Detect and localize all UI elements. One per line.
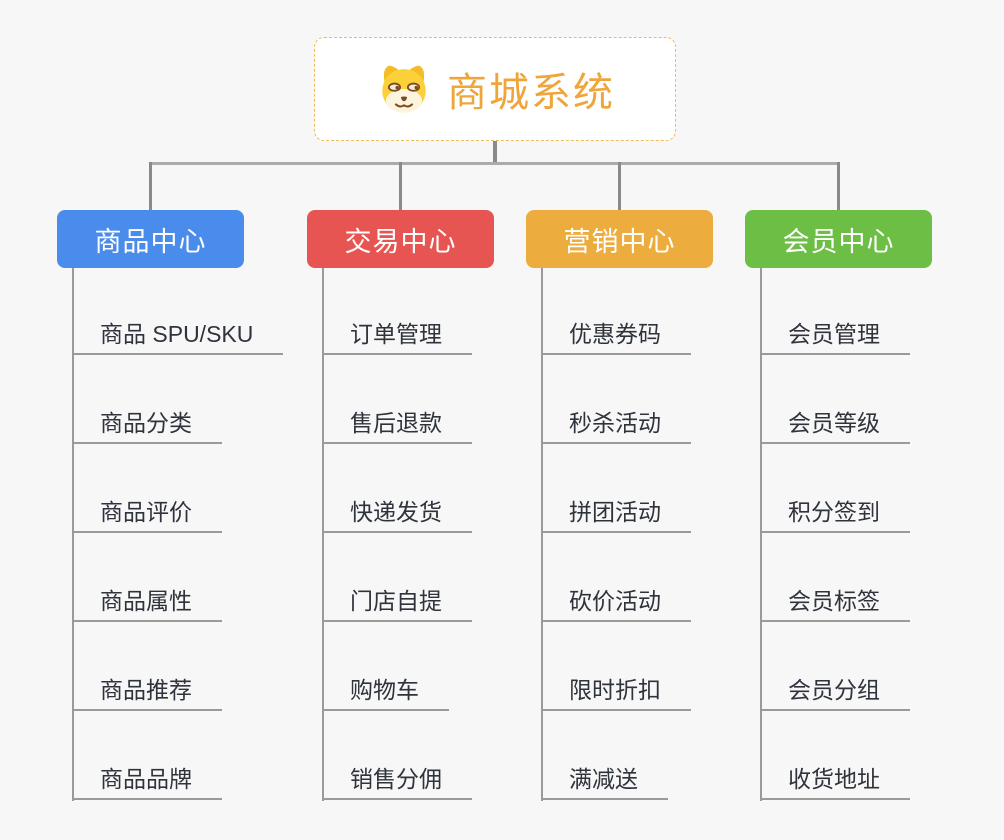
- branch-item[interactable]: 满减送: [541, 766, 668, 800]
- branch-item[interactable]: 销售分佣: [322, 766, 472, 800]
- branch-item[interactable]: 商品推荐: [72, 677, 222, 711]
- branch-item[interactable]: 会员管理: [760, 321, 910, 355]
- connector-line: [618, 162, 621, 210]
- root-node[interactable]: 商城系统: [314, 37, 676, 141]
- branch-item[interactable]: 限时折扣: [541, 677, 691, 711]
- branch-item[interactable]: 秒杀活动: [541, 410, 691, 444]
- branch-item[interactable]: 收货地址: [760, 766, 910, 800]
- branch-trunk-line: [760, 268, 762, 801]
- root-connector-line: [493, 141, 497, 164]
- connector-line: [149, 162, 152, 210]
- branch-item[interactable]: 会员分组: [760, 677, 910, 711]
- branch-trunk-line: [322, 268, 324, 801]
- branch-header-trade[interactable]: 交易中心: [307, 210, 494, 268]
- branch-header-member[interactable]: 会员中心: [745, 210, 932, 268]
- branch-item[interactable]: 优惠券码: [541, 321, 691, 355]
- branch-item[interactable]: 砍价活动: [541, 588, 691, 622]
- branch-trunk-line: [541, 268, 543, 801]
- branch-trunk-line: [72, 268, 74, 801]
- connector-line: [837, 162, 840, 210]
- branch-item[interactable]: 商品评价: [72, 499, 222, 533]
- branch-item[interactable]: 会员等级: [760, 410, 910, 444]
- branch-item[interactable]: 商品属性: [72, 588, 222, 622]
- horizontal-connector-line: [149, 162, 840, 165]
- branch-item[interactable]: 商品品牌: [72, 766, 222, 800]
- branch-header-product[interactable]: 商品中心: [57, 210, 244, 268]
- dog-face-icon: [382, 65, 426, 113]
- root-title: 商城系统: [447, 71, 615, 115]
- branch-item[interactable]: 订单管理: [322, 321, 472, 355]
- branch-item[interactable]: 拼团活动: [541, 499, 691, 533]
- connector-line: [399, 162, 402, 210]
- branch-item[interactable]: 门店自提: [322, 588, 472, 622]
- branch-item[interactable]: 商品 SPU/SKU: [72, 321, 284, 355]
- branch-item[interactable]: 售后退款: [322, 410, 472, 444]
- branch-item[interactable]: 会员标签: [760, 588, 910, 622]
- branch-header-marketing[interactable]: 营销中心: [526, 210, 713, 268]
- branch-item[interactable]: 积分签到: [760, 499, 910, 533]
- branch-item[interactable]: 快递发货: [322, 499, 472, 533]
- branch-item[interactable]: 商品分类: [72, 410, 222, 444]
- branch-item[interactable]: 购物车: [322, 677, 449, 711]
